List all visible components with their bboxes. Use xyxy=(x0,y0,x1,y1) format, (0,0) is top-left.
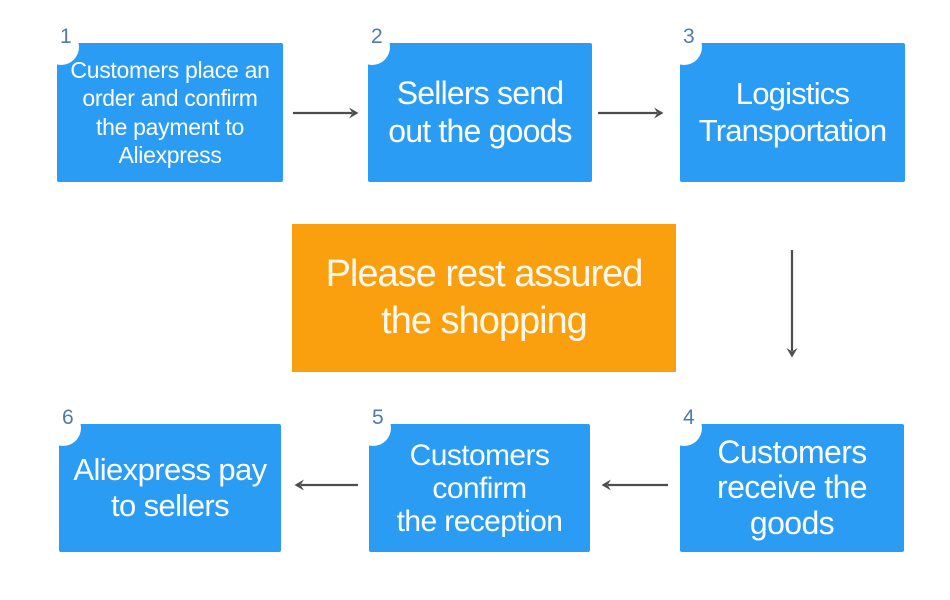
step-text: Customers confirm the reception xyxy=(397,439,563,538)
step-text-line: order and confirm xyxy=(82,85,258,112)
banner-text-line: Please rest assured xyxy=(325,252,644,295)
corner-notch xyxy=(43,29,79,65)
step-text-line: the payment to xyxy=(96,113,244,140)
step-text: Logistics Transportation xyxy=(699,76,887,149)
arrow-left-icon xyxy=(601,479,668,491)
step-text-line: the reception xyxy=(396,504,563,538)
step-number: 4 xyxy=(683,406,695,429)
step-text-line: Logistics xyxy=(735,75,850,111)
arrow-right-icon xyxy=(598,107,664,119)
banner: Please rest assured the shopping xyxy=(292,224,676,372)
step-box-5: 5 Customers confirm the reception xyxy=(355,407,590,552)
step-number: 3 xyxy=(683,25,695,48)
step-box-1: 1 Customers place an order and confirm t… xyxy=(43,26,283,182)
step-text-line: to sellers xyxy=(110,488,230,523)
corner-notch xyxy=(355,410,391,446)
step-text: Aliexpress pay to sellers xyxy=(73,452,267,523)
step-text-line: Customers xyxy=(717,434,867,471)
banner-text-line: the shopping xyxy=(381,300,588,342)
step-text-line: receive the xyxy=(717,469,868,506)
step-text-line: Aliexpress pay xyxy=(73,452,267,488)
step-number: 5 xyxy=(372,406,384,429)
step-text-line: Sellers send xyxy=(396,74,564,111)
step-text: Customers place an order and confirm the… xyxy=(70,56,269,168)
step-text: Sellers send out the goods xyxy=(388,75,572,151)
step-text-line: Customers xyxy=(409,438,550,472)
corner-notch xyxy=(666,29,702,65)
step-text-line: Customers place an xyxy=(70,57,270,84)
step-number: 1 xyxy=(60,25,72,48)
corner-notch xyxy=(666,410,702,446)
step-text: Customers receive the goods xyxy=(717,434,868,541)
step-text-line: confirm xyxy=(432,471,527,505)
step-box-6: 6 Aliexpress pay to sellers xyxy=(45,407,281,552)
corner-notch xyxy=(354,29,390,65)
step-text-line: Aliexpress xyxy=(118,141,222,168)
step-box-3: 3 Logistics Transportation xyxy=(666,26,905,182)
step-text-line: Transportation xyxy=(698,112,887,148)
arrow-left-icon xyxy=(294,479,358,491)
arrow-down-icon xyxy=(786,250,798,358)
step-text-line: out the goods xyxy=(388,112,572,149)
step-text-line: goods xyxy=(749,504,835,541)
corner-notch xyxy=(45,410,81,446)
step-number: 6 xyxy=(62,406,74,429)
step-number: 2 xyxy=(371,25,383,48)
step-box-4: 4 Customers receive the goods xyxy=(666,407,904,552)
step-box-2: 2 Sellers send out the goods xyxy=(354,26,592,182)
arrow-right-icon xyxy=(293,107,359,119)
